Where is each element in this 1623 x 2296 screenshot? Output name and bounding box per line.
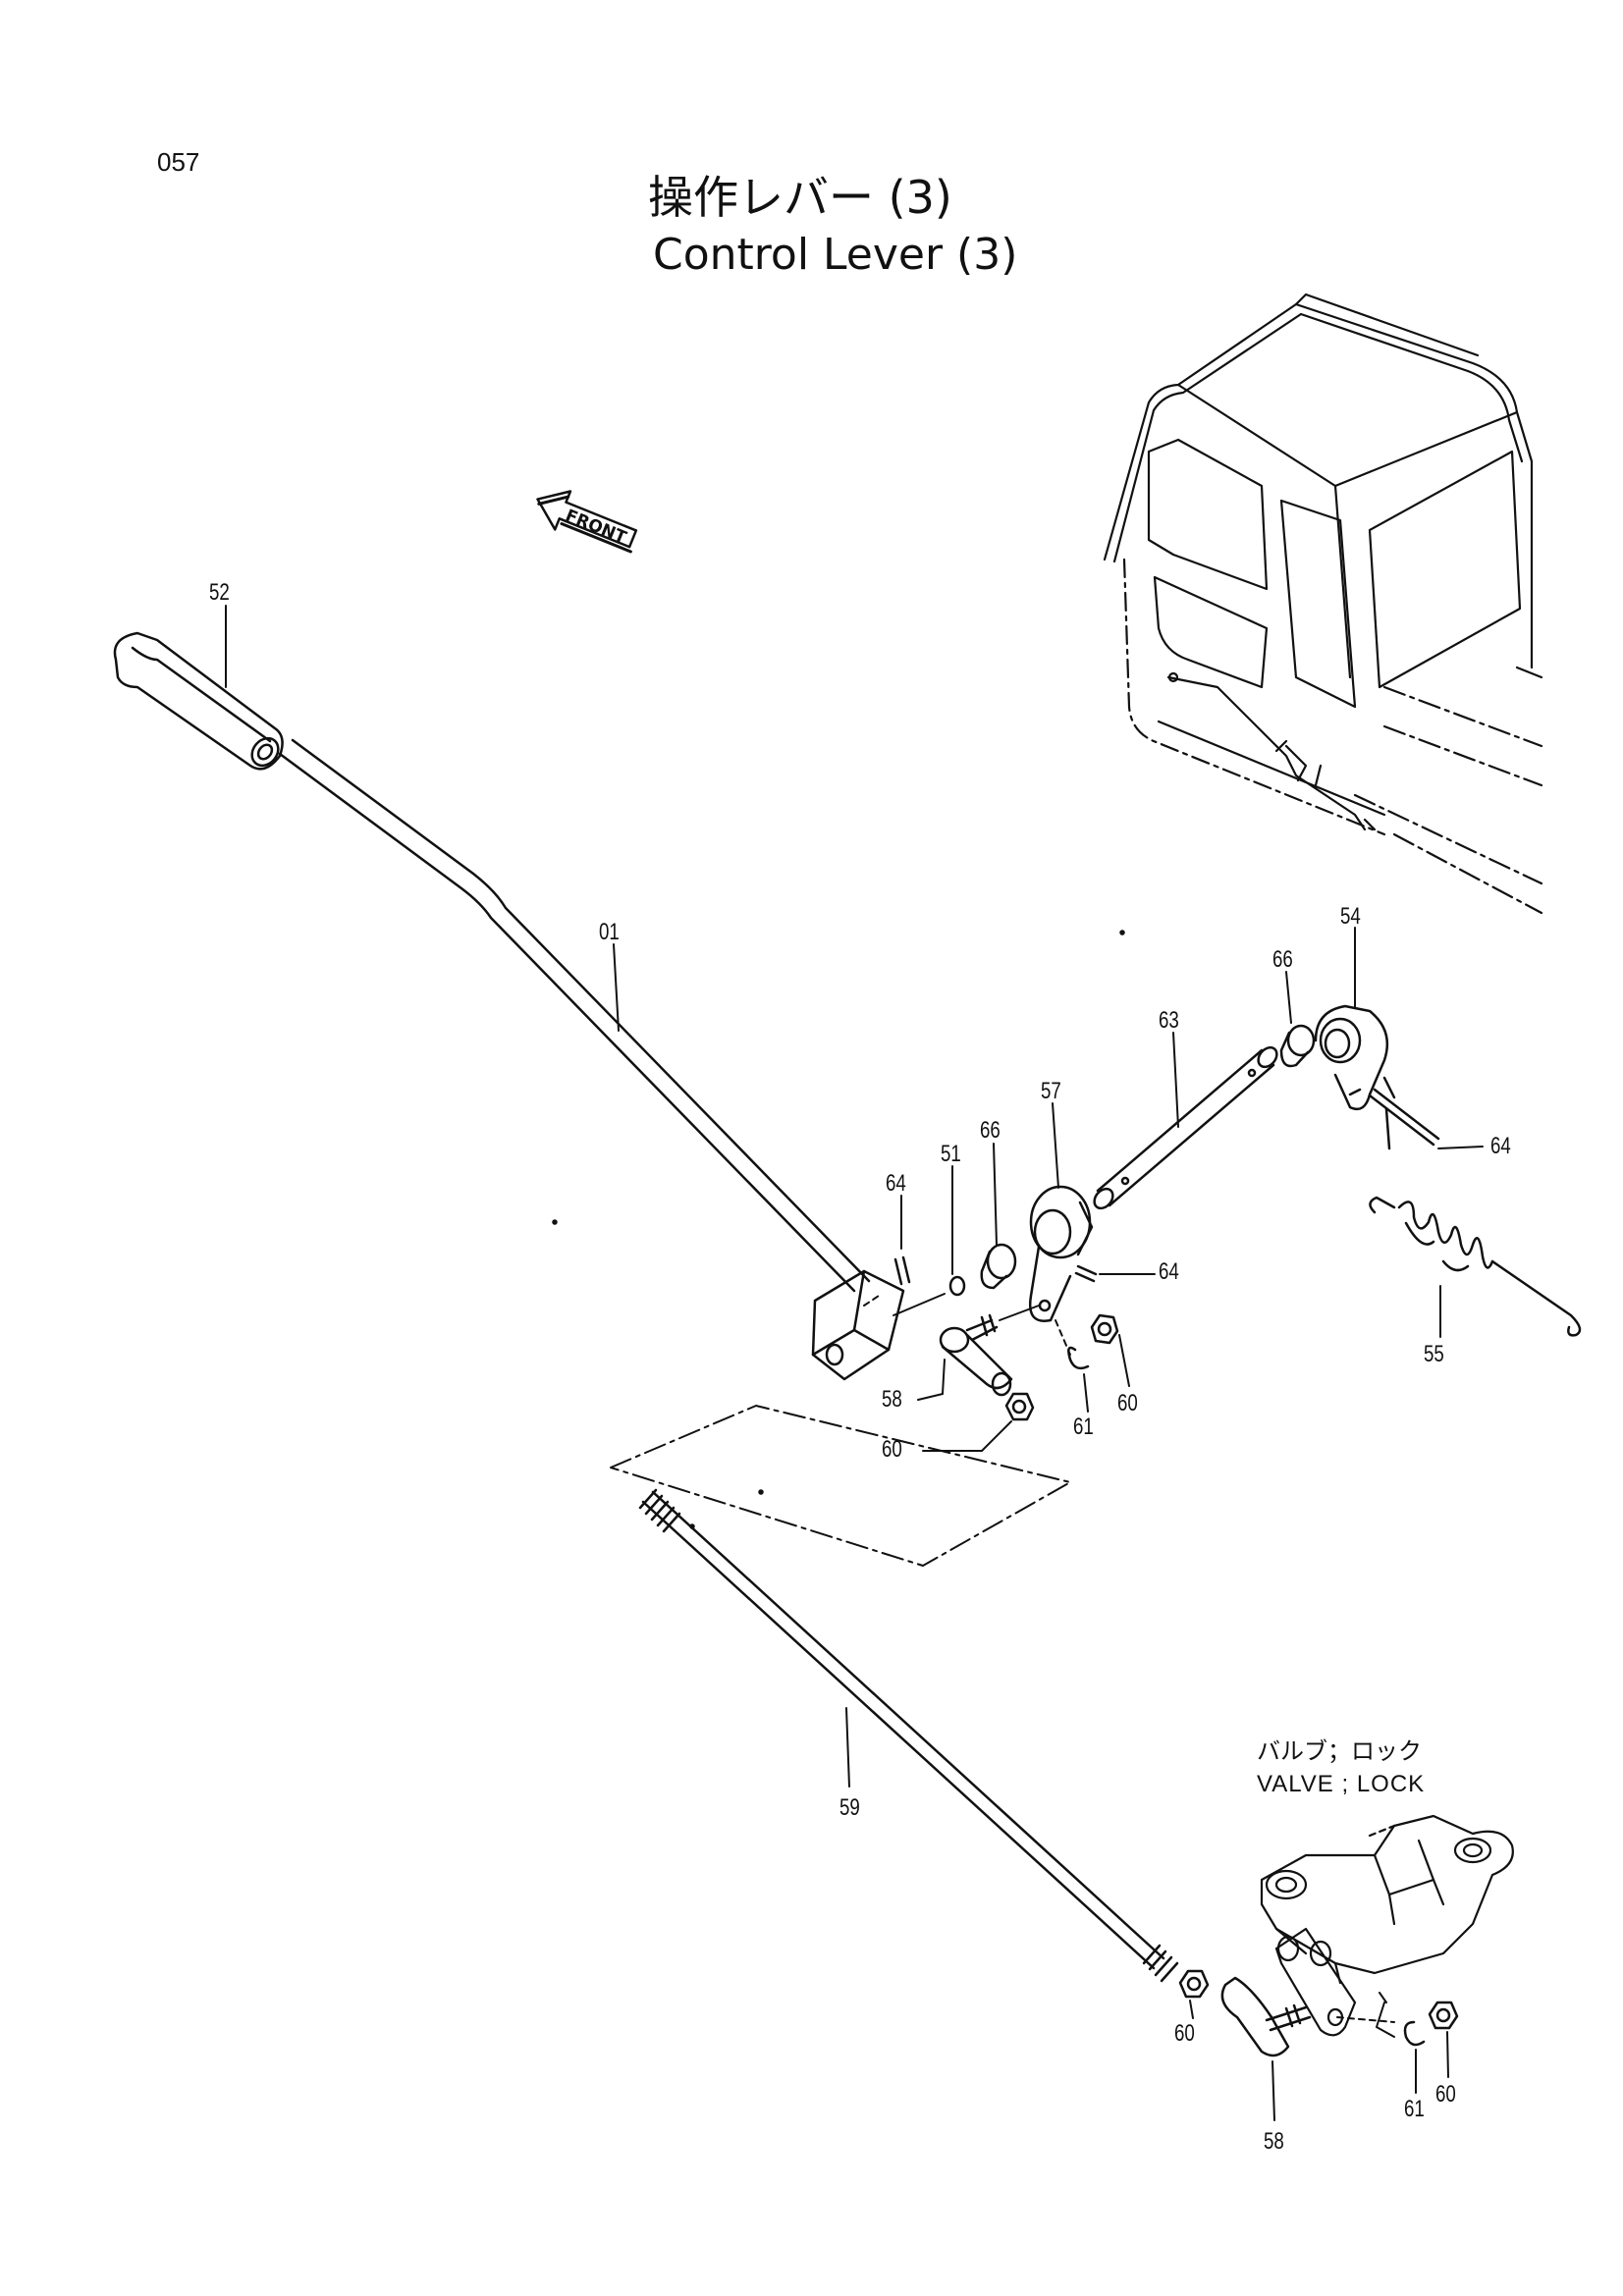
leader-60b [922, 1420, 1012, 1452]
dash-61a [1055, 1319, 1071, 1356]
dot [552, 1219, 558, 1225]
part-number-64: 64 [1159, 1258, 1179, 1285]
grip-part-52 [113, 631, 284, 771]
part-number-01: 01 [599, 919, 620, 945]
shaft-part-63 [1093, 1045, 1278, 1210]
leader-58a-b [942, 1359, 946, 1395]
leader-66b [993, 1143, 998, 1246]
leader-60c [1189, 2000, 1194, 2019]
nut-part-60c [1178, 1969, 1210, 1999]
part-number-61: 61 [1073, 1414, 1094, 1440]
nut-part-60d [1428, 2001, 1459, 2030]
valve-lock-label-ja: バルブ；ロック [1257, 1737, 1422, 1765]
pin-part-64a [893, 1255, 911, 1286]
pin-part-64c [1074, 1264, 1098, 1283]
part-number-64: 64 [1490, 1133, 1511, 1159]
title-japanese: 操作レバー (3) [648, 171, 952, 224]
front-arrow-icon: FRONT [536, 490, 638, 554]
pin-part-64b [1368, 1076, 1440, 1147]
bushing-part-66a [1279, 1024, 1316, 1068]
dot [758, 1489, 764, 1495]
part-number-52: 52 [209, 579, 230, 606]
dash-axis-a [863, 1295, 880, 1307]
part-number-54: 54 [1340, 903, 1361, 930]
dot [689, 1523, 695, 1529]
valve-lock-body [1260, 1814, 1514, 2037]
dash-61b [1336, 2016, 1395, 2023]
axis-line-51 [893, 1293, 946, 1316]
clip-part-61b [1403, 2020, 1426, 2047]
leader-63 [1172, 1032, 1179, 1128]
leader-58b [1271, 2060, 1275, 2121]
dot [1119, 930, 1125, 935]
axis-58-57 [999, 1305, 1040, 1321]
part-number-63: 63 [1159, 1007, 1179, 1034]
bracket-part-57 [1028, 1185, 1094, 1322]
part-number-66: 66 [980, 1117, 1001, 1144]
front-label: FRONT [563, 506, 629, 548]
leader-61a [1083, 1373, 1089, 1413]
part-number-55: 55 [1424, 1341, 1444, 1367]
cab-illustration [1103, 293, 1543, 915]
leader-60d [1446, 2031, 1449, 2078]
washer-part-51 [948, 1275, 966, 1297]
part-number-60: 60 [882, 1436, 902, 1463]
rod-part-59 [638, 1488, 1179, 1983]
part-number-58: 58 [882, 1386, 902, 1413]
linkage-outline [610, 1405, 1071, 1567]
part-number-60: 60 [1435, 2081, 1456, 2108]
part-number-60: 60 [1117, 1390, 1138, 1416]
leader-58a [917, 1393, 944, 1401]
leader-64b [1437, 1146, 1484, 1149]
part-number-66: 66 [1272, 946, 1293, 973]
bushing-part-66b [980, 1243, 1017, 1290]
nut-part-60b [1004, 1392, 1035, 1421]
leader-59 [845, 1707, 850, 1788]
page-number: 057 [157, 147, 200, 177]
part-number-60: 60 [1174, 2020, 1195, 2047]
spring-part-55 [1369, 1107, 1582, 1337]
leader-60a [1118, 1334, 1130, 1387]
part-number-58: 58 [1264, 2128, 1284, 2155]
arm-part-54 [1314, 1004, 1389, 1111]
clip-bracket-lower [1376, 1992, 1395, 2038]
leader-57 [1052, 1102, 1059, 1189]
part-number-57: 57 [1041, 1078, 1061, 1104]
nut-part-60a [1090, 1313, 1119, 1345]
lever-rod-part-01 [278, 738, 905, 1381]
ball-joint-part-58a [939, 1313, 1013, 1397]
part-number-61: 61 [1404, 2096, 1425, 2122]
leader-01 [613, 943, 620, 1032]
leader-66a [1285, 971, 1292, 1024]
part-number-59: 59 [839, 1794, 860, 1821]
valve-lock-label-en: VALVE ; LOCK [1257, 1771, 1426, 1797]
clip-part-61a [1067, 1346, 1090, 1370]
part-number-64: 64 [886, 1170, 906, 1197]
title-english: Control Lever (3) [653, 230, 1018, 280]
part-number-51: 51 [941, 1141, 961, 1167]
ball-joint-part-58b [1220, 1976, 1312, 2057]
